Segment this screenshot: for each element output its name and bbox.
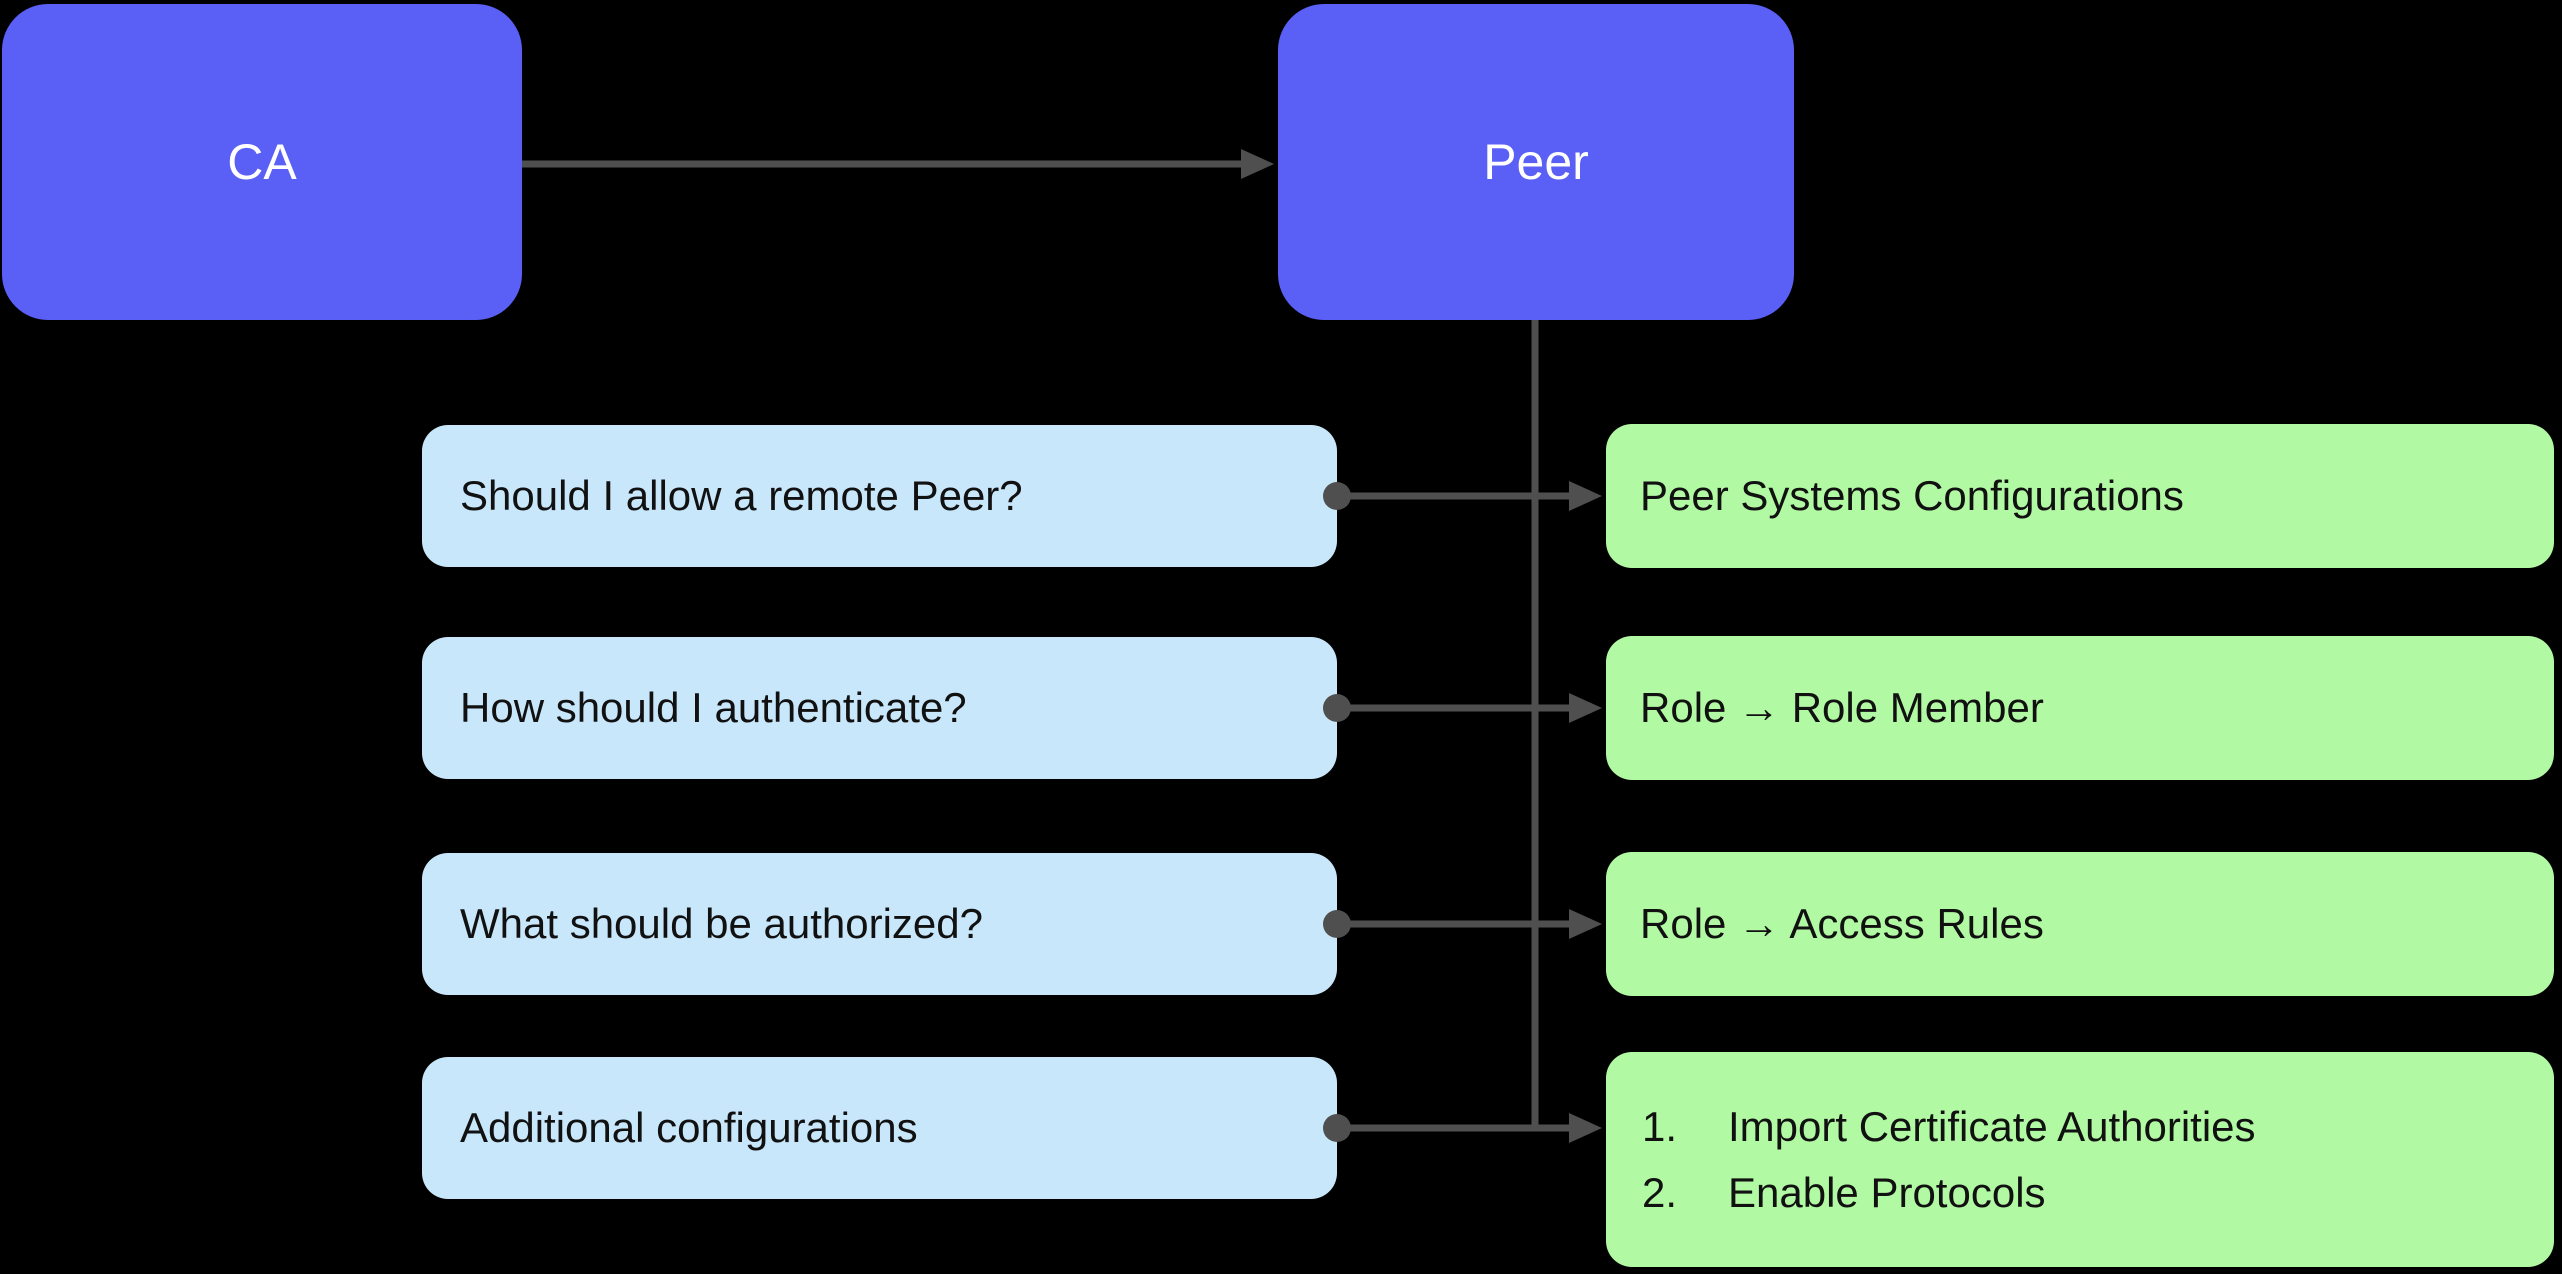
peer-node: Peer	[1278, 4, 1794, 320]
question-box-3: What should be authorized?	[422, 853, 1337, 995]
question-label: What should be authorized?	[460, 900, 984, 947]
question-label: Should I allow a remote Peer?	[460, 472, 1023, 519]
answer-label: Role → Role Member	[1640, 684, 2044, 731]
peer-node-label: Peer	[1483, 134, 1589, 190]
question-box-4: Additional configurations	[422, 1057, 1337, 1199]
answer-list-item: 1. Import Certificate Authorities	[1642, 1094, 2256, 1160]
answer-list-item: 2. Enable Protocols	[1642, 1160, 2256, 1226]
row-2-dot	[1323, 694, 1351, 722]
question-box-1: Should I allow a remote Peer?	[422, 425, 1337, 567]
answer-box-3: Role → Access Rules	[1606, 852, 2554, 996]
answer-label: Role → Access Rules	[1640, 900, 2044, 947]
list-text: Enable Protocols	[1728, 1168, 2046, 1216]
row-1-dot	[1323, 482, 1351, 510]
list-marker: 2.	[1642, 1168, 1678, 1216]
list-text: Import Certificate Authorities	[1728, 1102, 2256, 1150]
list-marker: 1.	[1642, 1102, 1678, 1150]
ca-node: CA	[2, 4, 522, 320]
question-box-2: How should I authenticate?	[422, 637, 1337, 779]
answer-label: Peer Systems Configurations	[1640, 472, 2184, 519]
ca-node-label: CA	[227, 134, 297, 190]
answer-box-4: 1. Import Certificate Authorities 2. Ena…	[1606, 1052, 2554, 1267]
answer-box-2: Role → Role Member	[1606, 636, 2554, 780]
answer-list: 1. Import Certificate Authorities 2. Ena…	[1642, 1094, 2256, 1226]
question-label: Additional configurations	[460, 1104, 918, 1151]
question-label: How should I authenticate?	[460, 684, 967, 731]
row-3-dot	[1323, 910, 1351, 938]
row-4-dot	[1323, 1114, 1351, 1142]
answer-box-1: Peer Systems Configurations	[1606, 424, 2554, 568]
